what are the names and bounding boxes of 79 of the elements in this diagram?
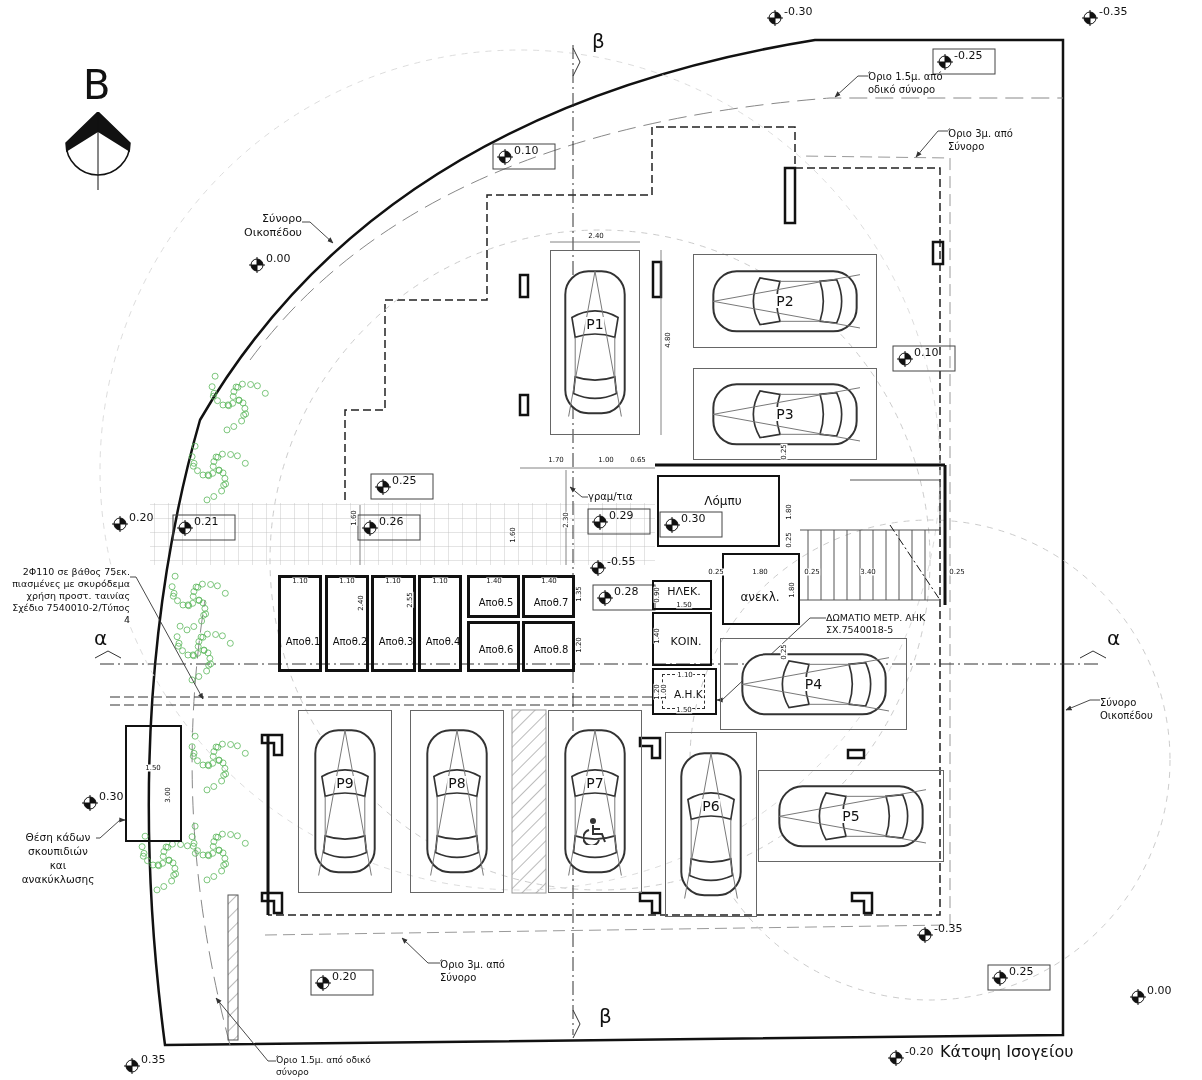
elevation-label: 0.25 [1009, 966, 1034, 977]
elevation-label: -0.55 [607, 556, 636, 567]
parking-label: P9 [335, 776, 355, 791]
elevation-label: -0.35 [934, 923, 963, 934]
parking-space [720, 638, 907, 730]
bin-area [125, 725, 182, 842]
room [652, 612, 712, 666]
storage-room [522, 621, 575, 672]
parking-label: P1 [585, 317, 605, 332]
callout-label: Όριο 3μ. από Σύνορο [948, 127, 1014, 153]
elevation-label: 0.30 [681, 513, 706, 524]
elevation-label: 0.00 [266, 253, 291, 264]
callout-label: 2Φ110 σε βάθος 75εκ. πιασμένες με σκυρόδεμα χρήση προστ. ταινίας Σχέδιο 7540010-2/Τύπος 4 [11, 566, 130, 626]
storage-room [522, 575, 575, 618]
room-label: Αποθ.4 [425, 637, 461, 647]
room-label: ΗΛΕΚ. [667, 585, 701, 597]
section-label: β [599, 1006, 612, 1026]
section-label: α [1107, 628, 1121, 648]
storage-room [371, 575, 416, 672]
callout-label: Θέση κάδων σκουπιδιών και ανακύκλωσης [20, 830, 96, 886]
elevation-label: 0.20 [332, 971, 357, 982]
parking-space [693, 368, 877, 460]
parking-space [665, 732, 757, 917]
room-label: Αποθ.7 [533, 598, 569, 608]
callout-label: Σύνορο Οικοπέδου [1100, 696, 1154, 722]
north-label: Β [83, 65, 111, 105]
elevation-label: 0.00 [1147, 985, 1172, 996]
storage-room [418, 575, 462, 672]
parking-label: P5 [841, 809, 861, 823]
elevation-label: 0.20 [129, 512, 154, 523]
callout-label: Όριο 1.5μ. από οδικό σύνορο [868, 70, 944, 96]
room-label: Αποθ.8 [533, 645, 569, 655]
storage-room [325, 575, 369, 672]
elevation-label: 0.35 [141, 1054, 166, 1065]
parking-space [548, 710, 642, 893]
elevation-label: -0.30 [784, 6, 813, 17]
storage-room [467, 575, 520, 618]
elevation-label: -0.20 [905, 1046, 934, 1057]
section-label: β [592, 31, 605, 51]
callout-label: ΔΩΜΑΤΙΟ ΜΕΤΡ. ΑΗΚ ΣΧ.7540018-5 [826, 612, 927, 636]
elevation-label: 0.29 [609, 510, 634, 521]
parking-label: P6 [701, 799, 721, 814]
room-label: ΚΟΙΝ. [670, 635, 702, 647]
room [722, 553, 800, 625]
parking-space [550, 250, 640, 435]
parking-space [758, 770, 944, 862]
elevation-label: 0.25 [392, 475, 417, 486]
section-label: α [94, 628, 108, 648]
room-label: ανεκλ. [740, 591, 780, 603]
elevation-label: 0.28 [614, 586, 639, 597]
elevation-label: -0.25 [954, 50, 983, 61]
parking-label: P3 [775, 407, 795, 421]
parking-label: P2 [775, 294, 795, 308]
parking-space [410, 710, 504, 893]
storage-room [467, 621, 520, 672]
callout-label: Όριο 3μ. από Σύνορο [440, 958, 506, 984]
parking-label: P7 [585, 776, 605, 791]
parking-space [298, 710, 392, 893]
elevation-label: 0.26 [379, 516, 404, 527]
callout-label: Όριο 1.5μ. από οδικό σύνορο [276, 1054, 372, 1078]
parking-label: P8 [447, 776, 467, 791]
room-label: Αποθ.6 [478, 645, 514, 655]
room-label: Αποθ.2 [332, 637, 368, 647]
callout-label: γραμ/τια [588, 490, 634, 503]
caption: Κάτοψη Ισογείου [940, 1044, 1074, 1060]
parking-label: P4 [803, 677, 824, 691]
room-label: Α.Η.Κ. [674, 688, 706, 700]
room-label: Αποθ.1 [285, 637, 321, 647]
elevation-label: 0.10 [514, 145, 539, 156]
elevation-label: -0.35 [1099, 6, 1128, 17]
room-label: Λόμπυ [704, 495, 742, 507]
parking-space [693, 254, 877, 348]
room-label: Αποθ.3 [378, 637, 414, 647]
room-label: Αποθ.5 [478, 598, 514, 608]
elevation-label: 0.10 [914, 347, 939, 358]
storage-room [278, 575, 322, 672]
room [657, 475, 780, 547]
elevation-label: 0.21 [194, 516, 219, 527]
callout-label: Σύνορο Οικοπέδου [243, 212, 302, 240]
